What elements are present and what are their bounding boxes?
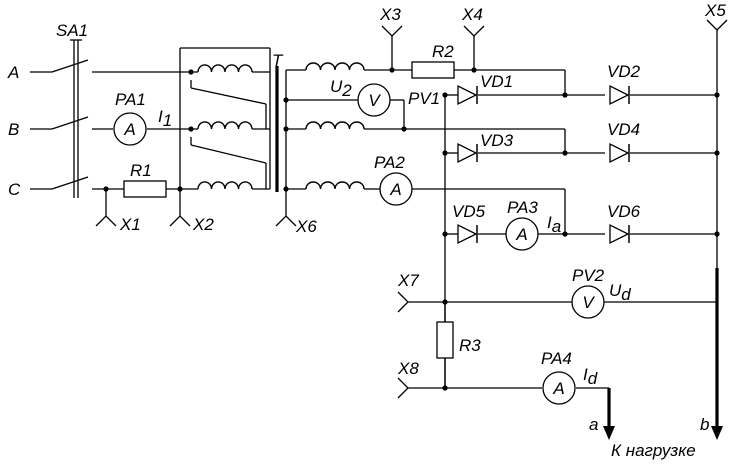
diode-vd4 — [609, 142, 630, 164]
meter-pa1-symbol: A — [123, 120, 135, 139]
meter-pv1-quantity: U2 — [330, 77, 352, 100]
meter-pa4-quantity: Id — [583, 365, 598, 388]
load-output-b-label: b — [700, 415, 709, 434]
diode-vd5-label: VD5 — [452, 202, 486, 221]
terminal-x5-label: X5 — [704, 1, 726, 20]
terminal-x1-fork — [95, 215, 117, 227]
diode-vd6 — [609, 223, 630, 245]
terminal-x3-label: X3 — [379, 5, 401, 24]
meter-pa4: A — [542, 371, 576, 405]
meter-pa1-label: PA1 — [115, 90, 146, 109]
load-arrow-b — [711, 426, 723, 440]
resistor-r3 — [436, 321, 454, 359]
meter-pa3-symbol: A — [515, 225, 527, 244]
labels: A B C SA1 T PA1 I1 R1 R2 R3 X1 X2 X6 X3 … — [7, 1, 726, 460]
diode-vd6-label: VD6 — [607, 202, 641, 221]
terminal-x4-label: X4 — [461, 5, 483, 24]
meter-pa2-label: PA2 — [374, 153, 405, 172]
secondary-windings — [305, 62, 365, 190]
meter-pa2: A — [379, 172, 413, 206]
terminal-x2-fork — [169, 215, 191, 227]
switch-sa1 — [51, 39, 89, 198]
wires — [30, 30, 719, 428]
terminal-x6-label: X6 — [295, 217, 317, 236]
terminal-forks — [95, 19, 728, 399]
meter-pv2-quantity: Ud — [609, 281, 631, 304]
diode-vd3-label: VD3 — [480, 131, 514, 150]
load-arrows — [603, 426, 723, 440]
terminal-x8-label: X8 — [397, 359, 419, 378]
meter-pa4-label: PA4 — [541, 349, 572, 368]
terminal-x7-fork — [397, 291, 409, 313]
diode-vd2 — [609, 84, 630, 106]
meter-pv1-symbol: V — [368, 91, 381, 110]
phase-a-label: A — [7, 63, 19, 82]
terminal-x2-label: X2 — [192, 215, 214, 234]
terminal-x4-fork — [463, 25, 485, 37]
resistor-r2 — [411, 61, 455, 79]
primary-windings — [197, 64, 253, 190]
diode-vd3 — [457, 142, 478, 164]
load-caption: К нагрузке — [611, 441, 696, 460]
diode-vd4-label: VD4 — [607, 120, 640, 139]
resistor-r2-label: R2 — [432, 42, 454, 61]
phase-c-label: C — [8, 180, 21, 199]
meter-pa3: A — [505, 217, 539, 251]
meter-pv1-label: PV1 — [408, 89, 440, 108]
load-arrow-a — [603, 426, 615, 440]
diode-vd5 — [457, 223, 478, 245]
junction-dots — [103, 67, 720, 391]
phase-b-label: B — [8, 120, 19, 139]
terminal-x1-label: X1 — [119, 215, 141, 234]
terminal-x7-label: X7 — [397, 271, 419, 290]
diode-vd2-label: VD2 — [607, 62, 641, 81]
terminal-x6-fork — [275, 215, 297, 227]
meter-pv1: V — [357, 83, 391, 117]
meter-pa1-quantity: I1 — [158, 107, 172, 130]
terminal-x3-fork — [381, 25, 403, 37]
meter-pv2: V — [571, 285, 605, 319]
transformer-label: T — [272, 51, 284, 70]
meter-pa1: A — [113, 112, 147, 146]
meter-pa3-label: PA3 — [507, 198, 538, 217]
meter-pv2-label: PV2 — [572, 266, 605, 285]
switch-sa1-label: SA1 — [56, 21, 88, 40]
meter-pv2-symbol: V — [582, 293, 595, 312]
terminal-x5-fork — [706, 19, 728, 31]
meter-pa3-quantity: Ia — [547, 213, 561, 236]
load-output-a-label: a — [589, 415, 598, 434]
resistor-r1 — [123, 180, 167, 198]
terminal-x8-fork — [397, 377, 409, 399]
meter-pa2-symbol: A — [389, 180, 401, 199]
resistor-r3-label: R3 — [459, 336, 481, 355]
meter-pa4-symbol: A — [552, 379, 564, 398]
diode-vd1 — [457, 84, 478, 106]
diode-vd1-label: VD1 — [480, 72, 513, 91]
resistor-r1-label: R1 — [130, 161, 152, 180]
